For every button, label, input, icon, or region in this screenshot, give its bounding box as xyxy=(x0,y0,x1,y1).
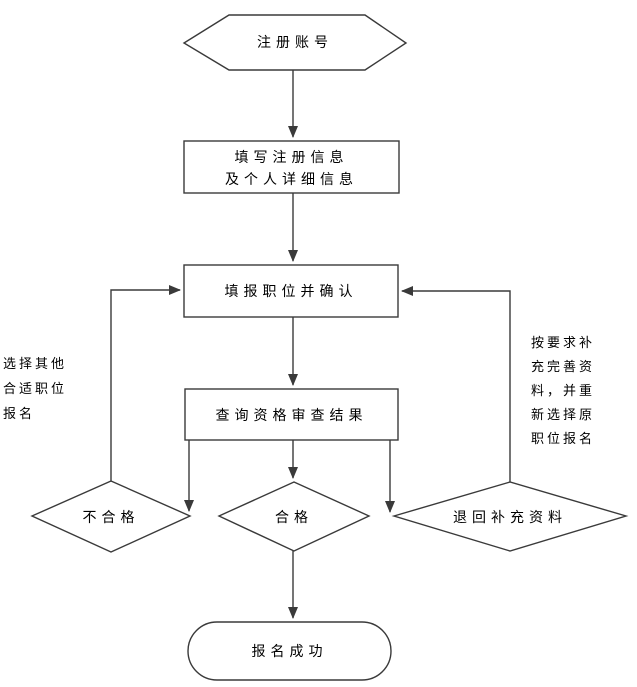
left-annotation-line-2: 合适职位 xyxy=(3,381,68,396)
right-annotation-line-3: 料，并重 xyxy=(531,383,596,398)
right-annotation-line-1: 按要求补 xyxy=(531,335,596,350)
fill-info-line-1: 填写注册信息 xyxy=(234,149,349,165)
right-annotation-line-5: 职位报名 xyxy=(531,431,596,446)
left-annotation-line-3: 报名 xyxy=(3,406,36,421)
qualified-diamond-shape xyxy=(217,481,371,552)
query-result-label: 查询资格审查结果 xyxy=(215,407,368,423)
register-hexagon-shape xyxy=(182,14,408,71)
right-annotation-line-2: 充完善资 xyxy=(531,359,596,374)
qualified-label: 合格 xyxy=(275,509,313,525)
left-annotation: 选择其他 合适职位 报名 xyxy=(3,351,67,426)
feedback-unqualified-to-confirm xyxy=(110,285,181,481)
feedback-return-to-confirm xyxy=(401,286,511,482)
unqualified-diamond-shape xyxy=(30,480,192,553)
right-annotation: 按要求补 充完善资 料，并重 新选择原 职位报名 xyxy=(531,331,595,451)
success-stadium-shape xyxy=(187,621,392,681)
return-supplement-label: 退回补充资料 xyxy=(453,509,567,525)
unqualified-label: 不合格 xyxy=(82,509,140,525)
left-annotation-line-1: 选择其他 xyxy=(3,356,68,371)
fill-info-label: 填写注册信息 及个人详细信息 xyxy=(184,146,399,190)
confirm-position-label: 填报职位并确认 xyxy=(224,283,358,299)
query-result-rect-shape xyxy=(184,388,399,441)
fill-info-rect-shape xyxy=(183,140,400,194)
fill-info-line-2: 及个人详细信息 xyxy=(225,171,358,187)
register-label: 注册账号 xyxy=(257,34,333,50)
confirm-position-rect-shape xyxy=(183,264,399,318)
right-annotation-line-4: 新选择原 xyxy=(531,407,596,422)
success-label: 报名成功 xyxy=(251,643,328,659)
return-supplement-diamond-shape xyxy=(391,481,629,552)
